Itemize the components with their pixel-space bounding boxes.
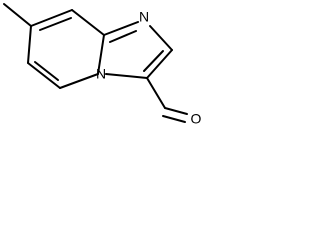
bond-n4-c5 <box>59 73 99 89</box>
bond-c3-cho <box>146 77 166 109</box>
double-bond-c7-c8-inner <box>39 17 72 31</box>
atom-labels: N N O <box>96 9 202 127</box>
carbonyl-oxygen-label: O <box>191 111 202 127</box>
bond-c5-c6 <box>27 62 61 89</box>
bond-c7-c8 <box>30 9 73 27</box>
molecule-structure: N N O <box>3 3 202 127</box>
bonds <box>3 3 188 123</box>
aldehyde-double-bond-a <box>164 107 188 115</box>
bond-c3-n4 <box>105 73 148 79</box>
ring-nitrogen-label: N <box>139 9 149 25</box>
bond-c8a-n1 <box>103 21 139 36</box>
double-bond-c8a-n1-inner <box>109 30 137 43</box>
bond-c6-c7 <box>27 25 32 64</box>
bond-c8a-n4 <box>97 34 105 75</box>
aldehyde-double-bond-b <box>162 115 186 123</box>
double-bond-c5-c6-inner <box>34 61 59 81</box>
double-bond-c2-c3-inner <box>143 50 164 72</box>
bond-n1-c2 <box>149 25 173 51</box>
methyl-bond <box>3 3 32 27</box>
bond-c2-c3 <box>146 49 173 79</box>
bridge-nitrogen-label: N <box>96 66 106 82</box>
bond-c8-c8a <box>71 9 105 36</box>
